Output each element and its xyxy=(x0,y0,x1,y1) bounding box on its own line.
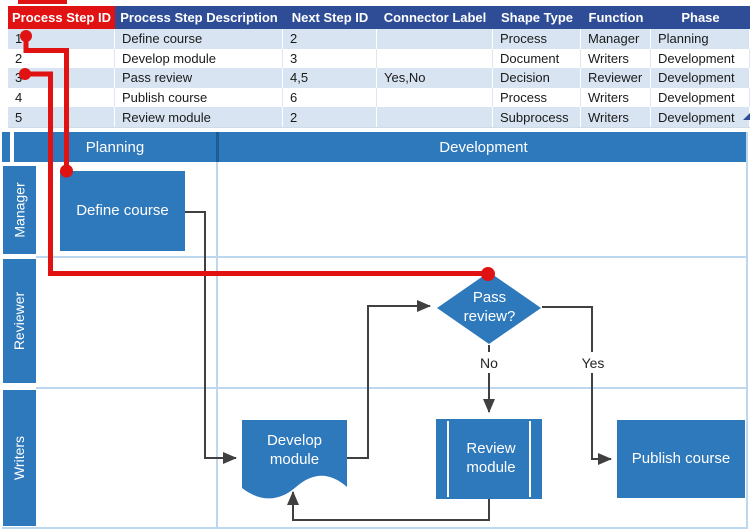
connector-label-no: No xyxy=(473,352,505,373)
column-header-shape-type[interactable]: Shape Type xyxy=(493,6,581,29)
table-cell[interactable] xyxy=(377,29,493,49)
phase-divider xyxy=(216,132,219,162)
table-cell[interactable]: 2 xyxy=(283,29,377,49)
swimlane-corner xyxy=(2,132,10,162)
red-dot-define-course xyxy=(60,164,73,178)
process-shape-define-course[interactable] xyxy=(60,171,185,251)
table-cell[interactable]: Decision xyxy=(493,68,581,88)
process-map-table: Process Step ID Process Step Description… xyxy=(8,6,750,128)
lane-header-manager[interactable]: Manager xyxy=(3,166,36,254)
table-cell[interactable]: Develop module xyxy=(115,48,283,69)
table-cell[interactable]: Development xyxy=(651,107,750,127)
table-cell[interactable]: 4,5 xyxy=(283,68,377,88)
table-cell[interactable]: 6 xyxy=(283,87,377,108)
lane-header-writers[interactable]: Writers xyxy=(3,390,36,526)
table-cell[interactable] xyxy=(377,48,493,69)
column-header-function[interactable]: Function xyxy=(581,6,651,29)
table-cell[interactable]: Process xyxy=(493,29,581,49)
table-cell[interactable]: 3 xyxy=(283,48,377,69)
shape-label-review-module: Review module xyxy=(466,440,516,476)
table-cell[interactable]: Reviewer xyxy=(581,68,651,88)
red-dot-pass-review xyxy=(481,267,495,281)
table-cell[interactable]: Subprocess xyxy=(493,107,581,127)
phase-label: Development xyxy=(439,138,528,156)
column-header-description[interactable]: Process Step Description xyxy=(115,6,283,29)
table-cell[interactable]: Process xyxy=(493,87,581,108)
table-cell[interactable]: Yes,No xyxy=(377,68,493,88)
phase-band-development[interactable]: Development xyxy=(219,132,748,162)
shape-label-define-course: Define course xyxy=(76,201,169,219)
table-cell[interactable]: Manager xyxy=(581,29,651,49)
table-cell[interactable]: Define course xyxy=(115,29,283,49)
red-dot-table-row1 xyxy=(20,30,32,42)
shape-label-develop-module: Develop module xyxy=(266,432,323,468)
process-shape-publish-course[interactable] xyxy=(617,420,745,498)
phase-band-planning[interactable]: Planning xyxy=(14,132,216,162)
phase-label: Planning xyxy=(85,138,145,156)
table-cell[interactable]: Development xyxy=(651,68,750,88)
red-dot-table-row3 xyxy=(19,68,31,80)
connector-passreview-yes-to-publish[interactable] xyxy=(542,306,612,465)
diagram-right-border xyxy=(746,132,748,529)
lane-divider-line xyxy=(36,387,748,389)
document-shape-develop-module[interactable] xyxy=(242,420,347,499)
connector-develop-to-passreview[interactable] xyxy=(347,300,431,459)
table-cell[interactable]: Planning xyxy=(651,29,750,49)
table-cell[interactable]: Writers xyxy=(581,107,651,127)
table-cell[interactable]: 5 xyxy=(8,107,115,127)
table-cell[interactable]: Development xyxy=(651,87,750,108)
table-cell[interactable]: Writers xyxy=(581,48,651,69)
table-cell[interactable]: 1 xyxy=(8,29,115,49)
decision-shape-pass-review[interactable] xyxy=(437,272,541,344)
column-header-phase[interactable]: Phase xyxy=(651,6,750,29)
shape-label-pass-review: Pass review? xyxy=(463,289,516,325)
red-callout-row3-to-pass-review xyxy=(25,71,485,276)
shape-label-publish-course: Publish course xyxy=(631,449,731,467)
table-cell[interactable]: 2 xyxy=(8,48,115,69)
red-callout-sliver xyxy=(18,0,67,4)
table-cell[interactable] xyxy=(377,87,493,108)
lane-header-reviewer[interactable]: Reviewer xyxy=(3,259,36,383)
table-cell[interactable]: Writers xyxy=(581,87,651,108)
connector-define-to-develop[interactable] xyxy=(185,211,237,464)
table-cell[interactable]: Document xyxy=(493,48,581,69)
table-cell[interactable]: 2 xyxy=(283,107,377,127)
lane-divider-line xyxy=(36,256,748,258)
diagram-bottom-border xyxy=(2,527,748,529)
column-header-next-step-id[interactable]: Next Step ID xyxy=(283,6,377,29)
subprocess-shape-review-module[interactable] xyxy=(436,419,542,499)
table-cell[interactable] xyxy=(377,107,493,127)
table-resize-handle[interactable] xyxy=(743,113,750,120)
connector-label-yes: Yes xyxy=(576,352,610,373)
column-header-process-step-id[interactable]: Process Step ID xyxy=(8,6,115,29)
red-callout-row1-to-define-course xyxy=(23,36,69,170)
phase-boundary-line xyxy=(216,162,218,527)
connector-review-to-develop[interactable] xyxy=(287,491,490,521)
table-cell[interactable]: Publish course xyxy=(115,87,283,108)
table-cell[interactable]: Pass review xyxy=(115,68,283,88)
table-cell[interactable]: 4 xyxy=(8,87,115,108)
column-header-connector-label[interactable]: Connector Label xyxy=(377,6,493,29)
table-cell[interactable]: Development xyxy=(651,48,750,69)
table-cell[interactable]: Review module xyxy=(115,107,283,127)
